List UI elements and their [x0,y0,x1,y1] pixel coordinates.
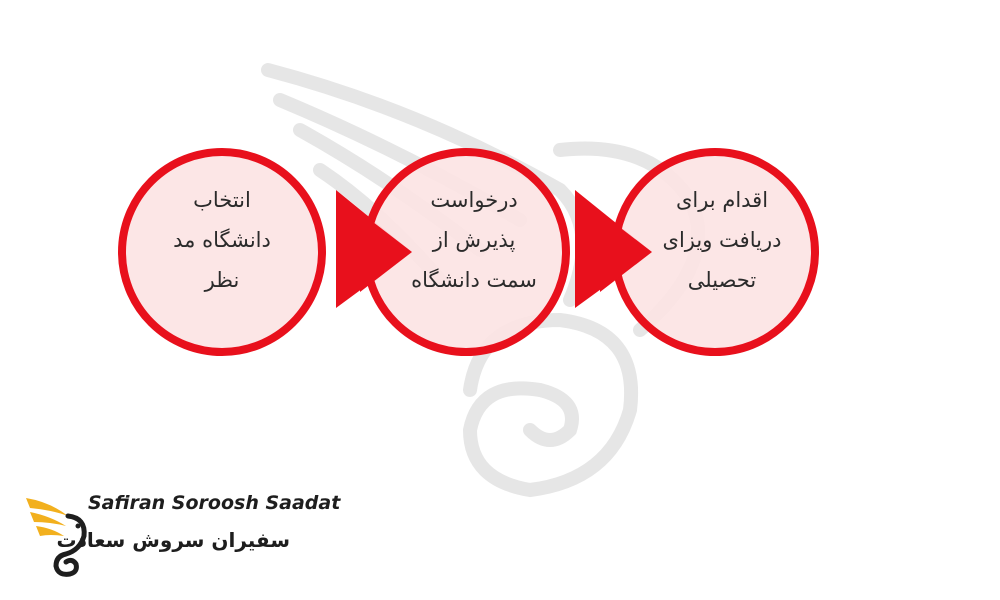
step-label-1: انتخاب دانشگاه مد نظر [147,180,297,300]
step-2-line-1: درخواست [430,188,518,212]
step-3-line-3: تحصیلی [687,268,757,292]
arrow-1-tip-icon [360,212,412,292]
arrow-2-tip-icon [600,212,652,292]
step-label-2: درخواست پذیرش از سمت دانشگاه [399,180,549,300]
step-1-line-3: نظر [204,268,240,292]
brand-name-persian: سفیران سروش سعادت [56,528,291,552]
step-3-line-1: اقدام برای [675,188,769,212]
step-label-3: اقدام برای دریافت ویزای تحصیلی [647,180,797,300]
step-1-line-2: دانشگاه مد [173,228,271,252]
step-1-line-1: انتخاب [193,188,251,212]
step-3-line-2: دریافت ویزای [662,228,782,252]
step-2-line-3: سمت دانشگاه [411,268,537,292]
wing-logo-icon [26,498,87,577]
brand-logo: Safiran Soroosh Saadat سفیران سروش سعادت [22,492,340,582]
brand-name-latin: Safiran Soroosh Saadat [88,492,341,514]
step-circle-1 [118,148,326,356]
step-2-line-2: پذیرش از [432,228,516,252]
